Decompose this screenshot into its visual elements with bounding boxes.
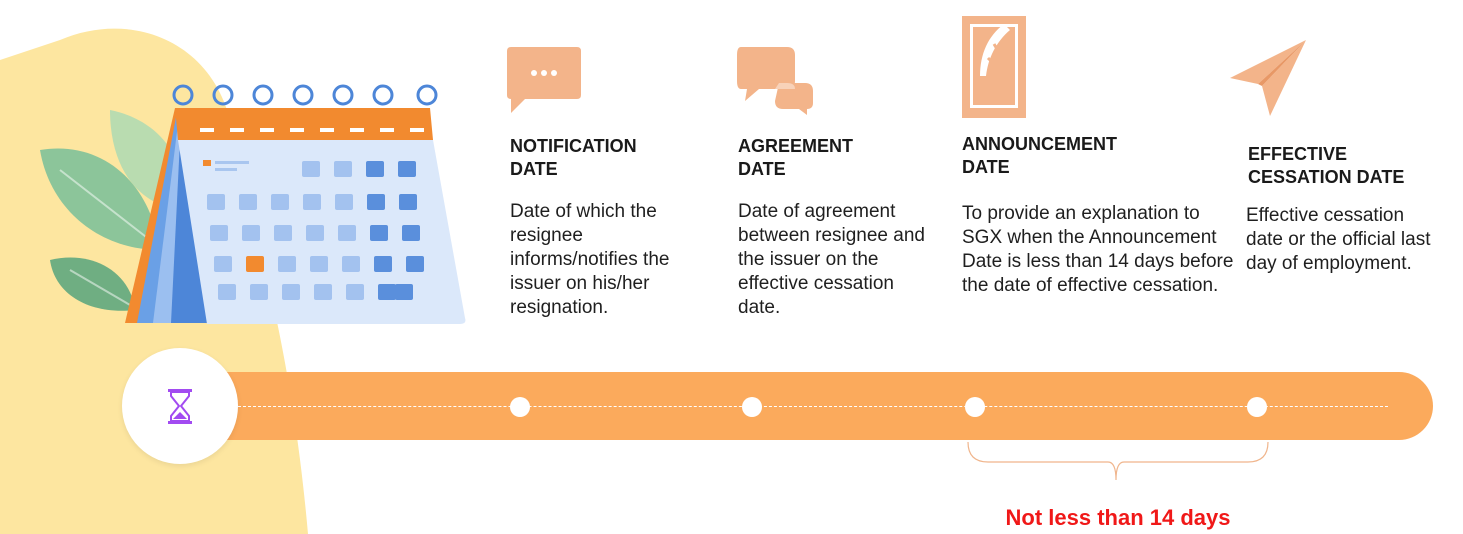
conversation-icon xyxy=(737,47,813,115)
hourglass-icon xyxy=(168,389,192,424)
step-description-announcement: To provide an explanation to SGX when th… xyxy=(962,203,1234,296)
step-title-effective-cessation: EFFECTIVE CESSATION DATE xyxy=(1248,143,1404,189)
bracket-note: Not less than 14 days xyxy=(1005,505,1231,530)
fourteen-day-bracket xyxy=(967,441,1269,481)
step-title-line2: DATE xyxy=(510,159,558,179)
hourglass-badge xyxy=(122,348,238,464)
timeline-marker-agreement xyxy=(742,397,762,417)
timeline-marker-effective-cessation xyxy=(1247,397,1267,417)
timeline-dashed-line xyxy=(238,406,1388,407)
document-quill-icon xyxy=(962,16,1026,118)
step-title-announcement: ANNOUNCEMENT DATE xyxy=(962,133,1117,179)
step-title-line2: DATE xyxy=(738,159,786,179)
step-title-notification: NOTIFICATION DATE xyxy=(510,135,637,181)
chat-bubble-icon xyxy=(507,47,581,113)
step-description-notification: Date of which the resignee informs/notif… xyxy=(510,201,670,318)
paper-plane-icon xyxy=(1230,40,1306,116)
step-title-agreement: AGREEMENT DATE xyxy=(738,135,853,181)
step-title-line1: EFFECTIVE xyxy=(1248,144,1348,164)
timeline-marker-notification xyxy=(510,397,530,417)
step-title-line2: DATE xyxy=(962,157,1010,177)
step-description-effective-cessation: Effective cessation date or the official… xyxy=(1246,205,1431,274)
calendar-illustration xyxy=(125,84,466,324)
timeline-marker-announcement xyxy=(965,397,985,417)
step-description-agreement: Date of agreement between resignee and t… xyxy=(738,201,925,318)
step-title-line1: AGREEMENT xyxy=(738,136,854,156)
step-title-line1: NOTIFICATION xyxy=(510,136,637,156)
step-title-line1: ANNOUNCEMENT xyxy=(962,134,1117,154)
step-title-line2: CESSATION DATE xyxy=(1248,167,1405,187)
